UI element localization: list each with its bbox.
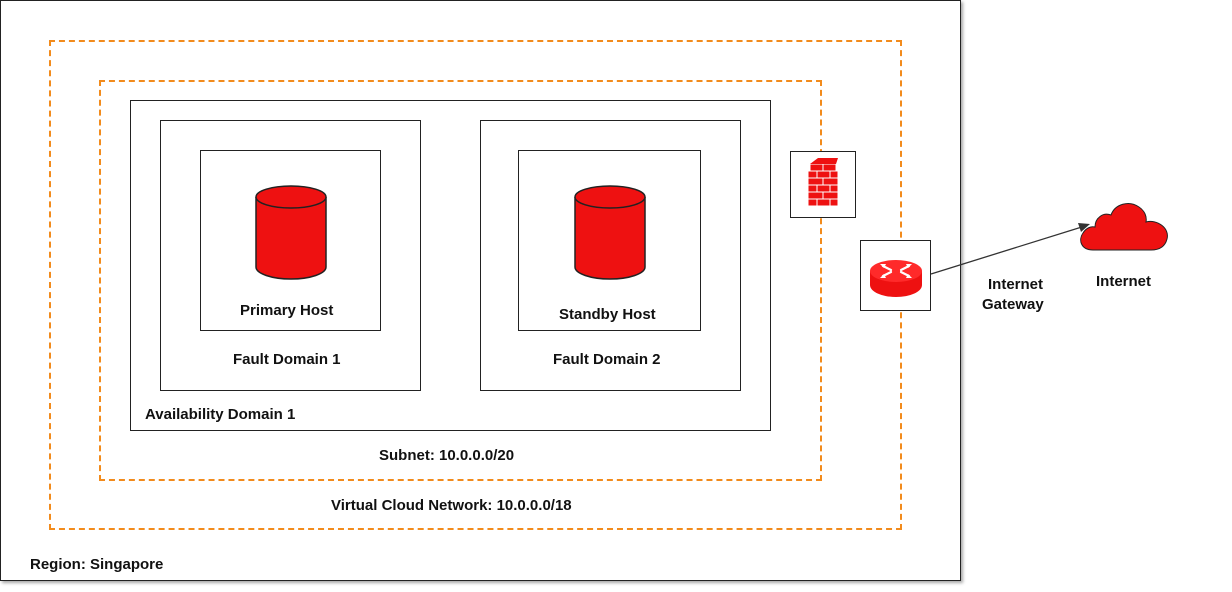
fault-domain-2-label: Fault Domain 2 (553, 351, 661, 368)
database-icon (574, 185, 646, 280)
region-label: Region: Singapore (30, 556, 164, 573)
primary-host-label: Primary Host (240, 302, 334, 319)
gateway-label-line1: Internet (988, 276, 1044, 293)
cloud-icon (1080, 203, 1168, 251)
gateway-label-line2: Gateway (982, 296, 1044, 313)
availability-domain-label: Availability Domain 1 (145, 406, 296, 423)
firewall-icon (807, 158, 839, 207)
subnet-container (99, 80, 822, 481)
standby-host-label: Standby Host (559, 306, 656, 323)
internet-label: Internet (1096, 273, 1152, 290)
router-icon (870, 260, 922, 297)
database-icon (255, 185, 327, 280)
vcn-label: Virtual Cloud Network: 10.0.0.0/18 (331, 497, 572, 514)
fault-domain-1-label: Fault Domain 1 (233, 351, 341, 368)
subnet-label: Subnet: 10.0.0.0/20 (379, 447, 515, 464)
